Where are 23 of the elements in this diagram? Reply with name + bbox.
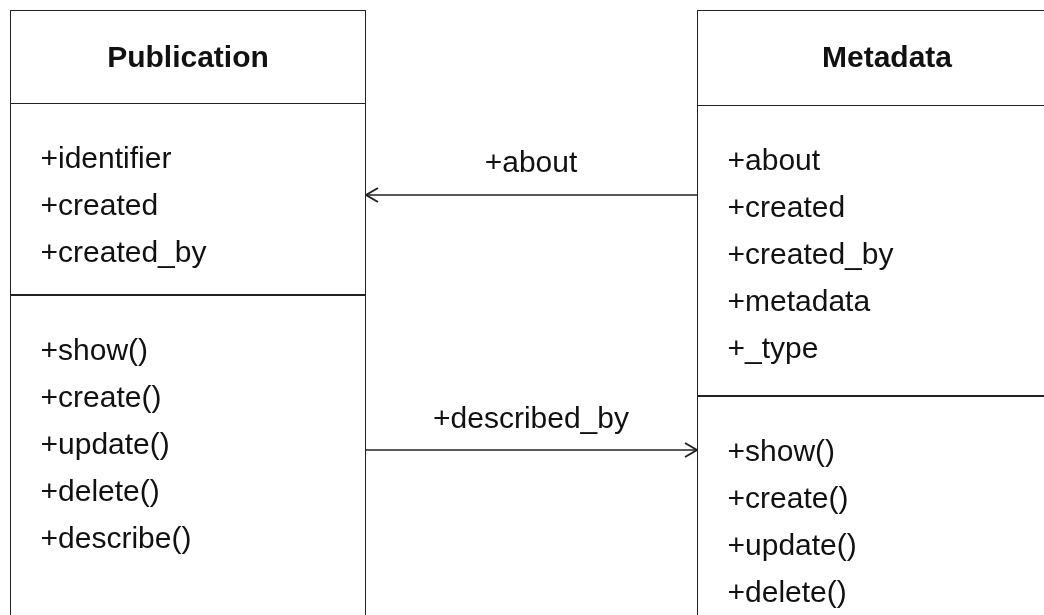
member-text: +delete() [727, 574, 848, 610]
member-text: +created [727, 189, 847, 225]
member-text: +describe() [40, 520, 192, 556]
member-text: +update() [40, 426, 171, 462]
member-text: +_type [727, 330, 820, 366]
member-text: +show() [727, 433, 837, 469]
class-compartment [9, 103, 366, 295]
association-arrow [365, 187, 698, 203]
member-text: +create() [40, 379, 163, 415]
class-compartment [696, 105, 1044, 396]
member-text: +metadata [727, 283, 872, 319]
member-text: +create() [727, 480, 850, 516]
member-text: +about [727, 142, 822, 178]
member-text: +created_by [40, 234, 207, 270]
member-text: +show() [40, 332, 150, 368]
member-text: +identifier [40, 140, 173, 176]
member-text: +created [40, 187, 160, 223]
member-text: +update() [727, 527, 857, 563]
class-name: Metadata [820, 39, 953, 75]
class-name: Publication [106, 39, 270, 75]
association-arrow [365, 442, 698, 458]
member-text: +created_by [727, 236, 894, 272]
member-text: +delete() [40, 473, 161, 509]
